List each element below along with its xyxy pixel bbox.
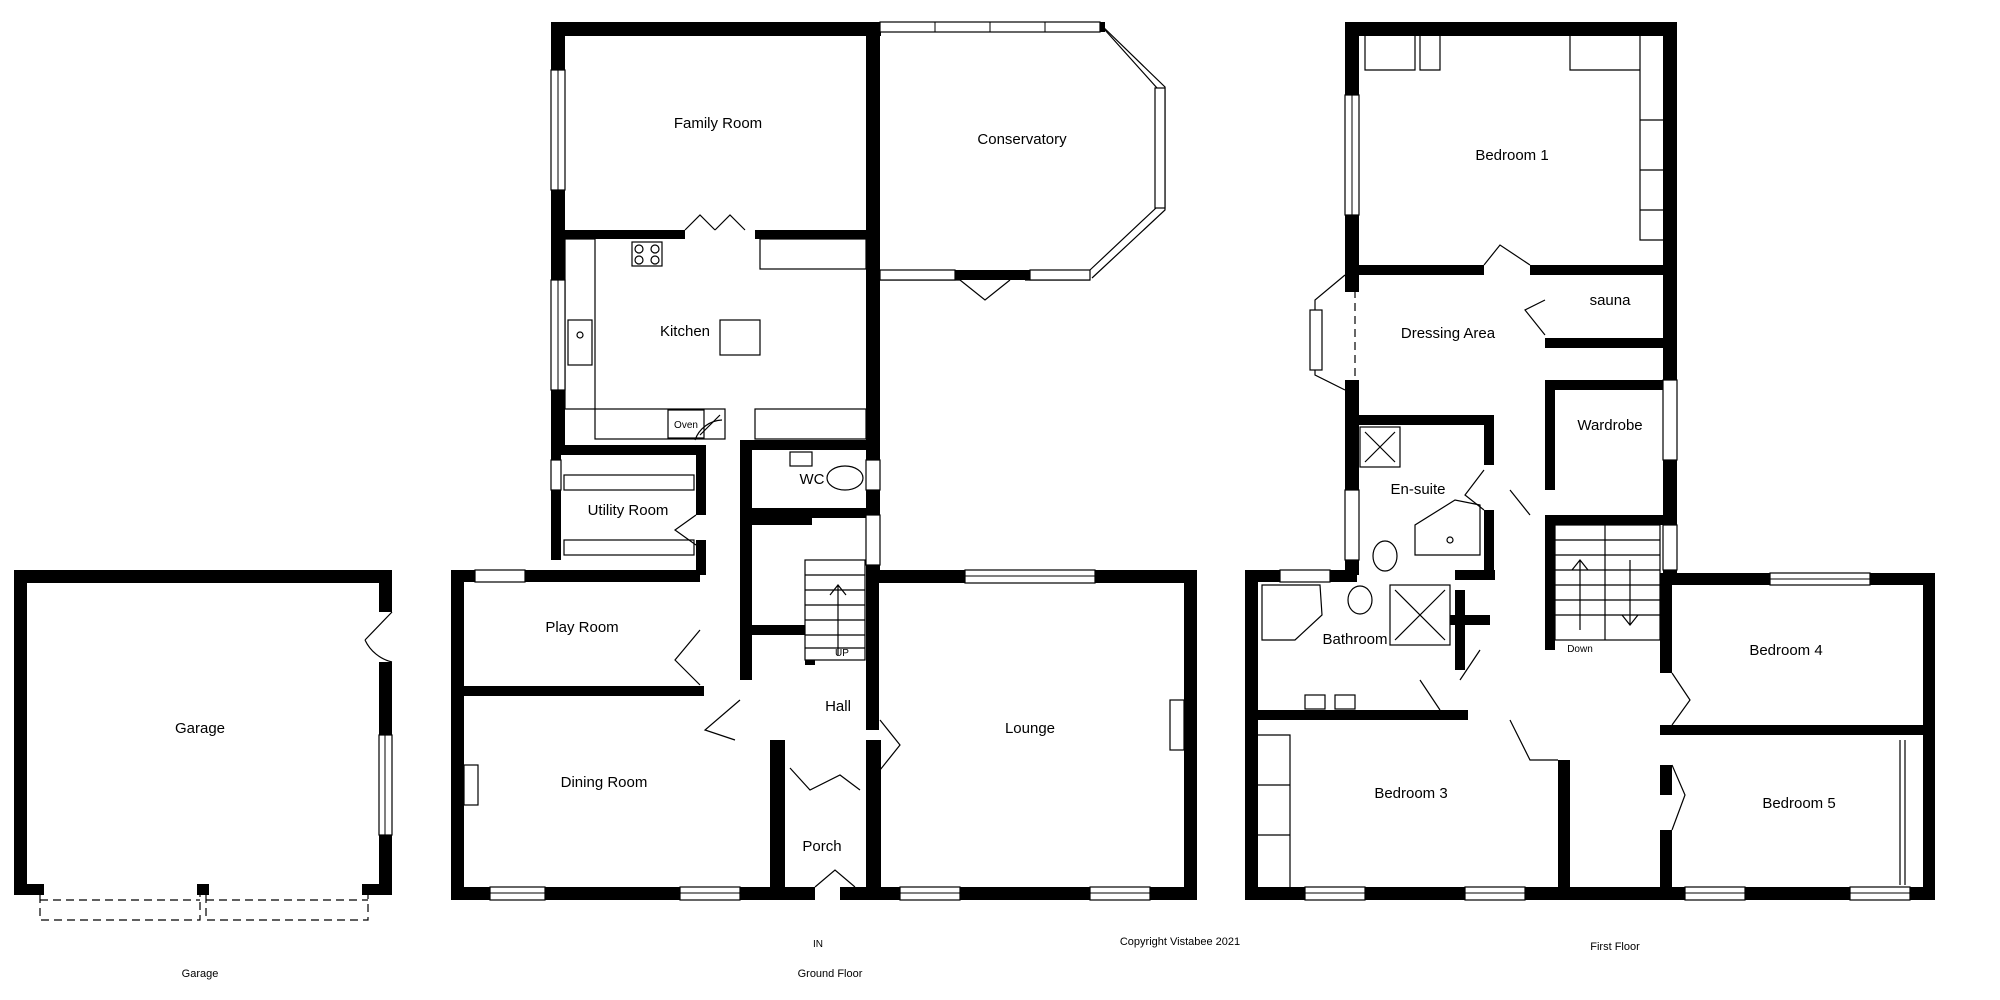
first-floor-plan [1245, 22, 1935, 900]
wardrobe-label: Wardrobe [1577, 417, 1642, 434]
bedroom-1-label: Bedroom 1 [1475, 147, 1548, 164]
ground-floor-windows [474, 21, 1166, 901]
entrance-label: IN [813, 939, 823, 950]
garage-label: Garage [175, 720, 225, 737]
porch-label: Porch [802, 838, 841, 855]
sauna-label: sauna [1590, 292, 1632, 309]
conservatory-label: Conservatory [977, 131, 1067, 148]
garage-caption: Garage [182, 968, 219, 980]
bedroom-5-label: Bedroom 5 [1762, 795, 1835, 812]
ground-floor-caption: Ground Floor [798, 968, 863, 980]
ground-floor-doors [673, 214, 1011, 888]
hall-label: Hall [825, 698, 851, 715]
wc-label: WC [800, 471, 825, 488]
first-floor-doors [1419, 244, 1691, 831]
utility-room-label: Utility Room [588, 502, 669, 519]
garage-window [378, 734, 393, 836]
kitchen-label: Kitchen [660, 323, 710, 340]
dining-room-label: Dining Room [561, 774, 648, 791]
bedroom-3-label: Bedroom 3 [1374, 785, 1447, 802]
bathroom-label: Bathroom [1322, 631, 1387, 648]
copyright-text: Copyright Vistabee 2021 [1120, 936, 1240, 948]
stairs-up-label: UP [835, 648, 849, 659]
play-room-label: Play Room [545, 619, 618, 636]
first-floor-windows [1279, 94, 1911, 901]
en-suite-label: En-suite [1390, 481, 1445, 498]
garage-side-door [364, 611, 393, 663]
dressing-area-label: Dressing Area [1401, 325, 1496, 342]
family-room-label: Family Room [674, 115, 762, 132]
garage-plan [14, 570, 393, 921]
lounge-label: Lounge [1005, 720, 1055, 737]
bedroom-4-label: Bedroom 4 [1749, 642, 1822, 659]
oven-label: Oven [674, 420, 698, 431]
stairs-down-label: Down [1567, 644, 1593, 655]
first-floor-caption: First Floor [1590, 941, 1640, 953]
